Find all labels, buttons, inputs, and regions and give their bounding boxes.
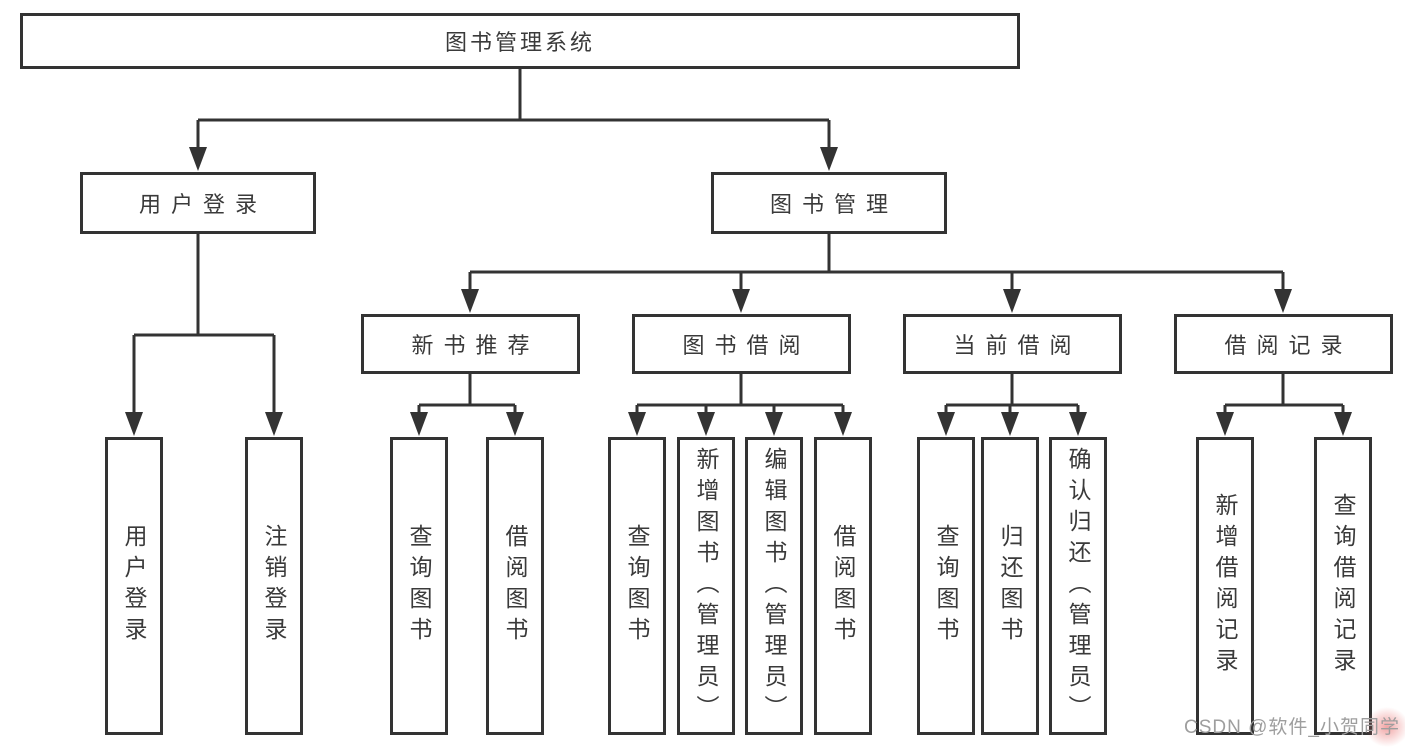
node-current-borrowing: 当前借阅 bbox=[903, 314, 1122, 374]
leaf-borrow-books-recommend: 借阅图书 bbox=[486, 437, 544, 735]
node-book-borrowing: 图书借阅 bbox=[632, 314, 851, 374]
leaf-query-borrow-record: 查询借阅记录 bbox=[1314, 437, 1372, 735]
watermark: CSDN @软件_小贺同学 bbox=[1184, 717, 1400, 738]
node-new-book-recommend: 新书推荐 bbox=[361, 314, 580, 374]
leaf-query-books-current: 查询图书 bbox=[917, 437, 975, 735]
leaf-add-borrow-record: 新增借阅记录 bbox=[1196, 437, 1254, 735]
leaf-user-login: 用户登录 bbox=[105, 437, 163, 735]
leaf-confirm-return-admin: 确认归还（管理员） bbox=[1049, 437, 1107, 735]
watermark-accent bbox=[1365, 707, 1405, 747]
leaf-return-books: 归还图书 bbox=[981, 437, 1039, 735]
node-borrowing-records: 借阅记录 bbox=[1174, 314, 1393, 374]
leaf-query-books-borrowing: 查询图书 bbox=[608, 437, 666, 735]
node-user-login: 用户登录 bbox=[80, 172, 316, 234]
leaf-add-books-admin: 新增图书（管理员） bbox=[677, 437, 735, 735]
leaf-query-books-recommend: 查询图书 bbox=[390, 437, 448, 735]
leaf-borrow-books: 借阅图书 bbox=[814, 437, 872, 735]
leaf-edit-books-admin: 编辑图书（管理员） bbox=[745, 437, 803, 735]
node-book-management: 图书管理 bbox=[711, 172, 947, 234]
leaf-logout: 注销登录 bbox=[245, 437, 303, 735]
node-book-management-system: 图书管理系统 bbox=[20, 13, 1020, 69]
